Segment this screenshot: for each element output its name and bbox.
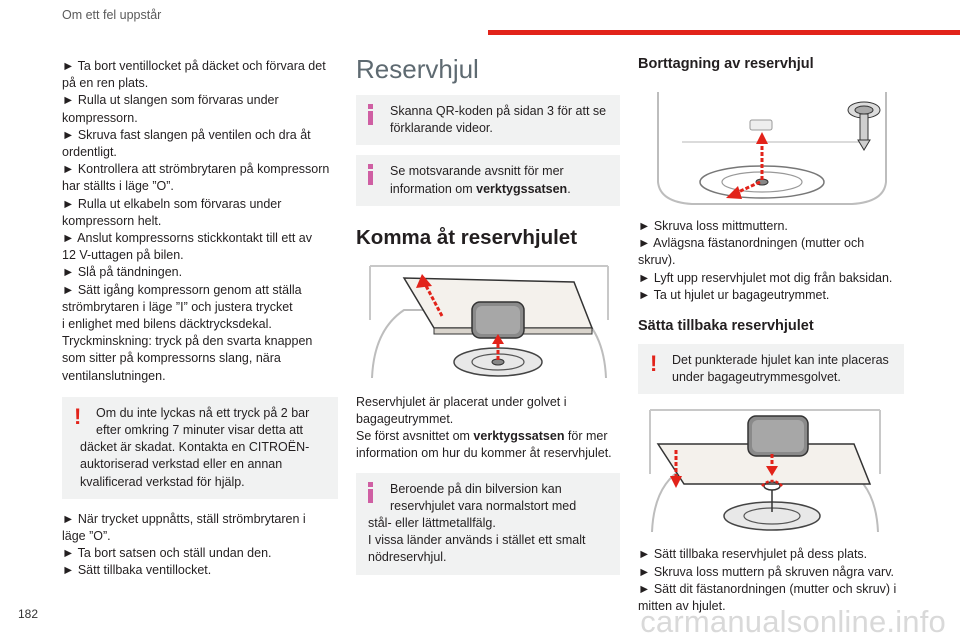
trunk-opening-drawing [369, 264, 609, 378]
note-line: kvalificerad verkstad för hjälp. [80, 474, 245, 489]
step-line: som sitter på kompressorns slang, nära [62, 351, 281, 366]
step-line: ► Kontrollera att strömbrytaren på kompr… [62, 162, 330, 177]
toolkit-ref: verktygssatsen [476, 181, 568, 196]
note-line: Skanna QR-koden på sidan 3 för att se [390, 104, 607, 118]
note-line: nödreservhjul. [368, 550, 447, 565]
note-line: I vissa länder används i stället ett sma… [368, 533, 586, 548]
note-line: däcket är skadat. Kontakta en CITROËN- [80, 440, 310, 455]
info-note-version: Beroende på din bilversion kan reservhju… [356, 472, 620, 575]
note-line: Det punkterade hjulet kan inte placeras [672, 353, 889, 368]
step-line: ► Ta bort ventillocket på däcket och för… [62, 59, 326, 73]
step-line: ► Rulla ut elkabeln som förvaras under [62, 196, 282, 211]
step-line: kompressorn helt. [62, 213, 162, 228]
column-left: ► Ta bort ventillocket på däcket och för… [62, 58, 338, 580]
access-paragraph: Reservhjulet är placerat under golvet i … [356, 394, 620, 463]
info-note-toolkit: Se motsvarande avsnitt för mer informati… [356, 155, 620, 206]
step-line: ► Lyft upp reservhjulet mot dig från bak… [638, 270, 893, 285]
spare-wheel-removal-drawing [657, 92, 887, 205]
page-number: 182 [18, 607, 39, 621]
warning-exclamation-icon: ! [650, 351, 658, 377]
step-line: ordentligt. [62, 145, 117, 160]
step-line: ventilanslutningen. [62, 368, 166, 383]
step-line: har ställts i läge ”O”. [62, 179, 174, 194]
para-line: information om hur du kommer åt reservhj… [356, 446, 612, 461]
spare-wheel-refit-drawing [649, 409, 881, 533]
watermark: carmanualsonline.info [640, 604, 946, 639]
step-line: ► Sätt tillbaka ventillocket. [62, 563, 212, 578]
step-line: ► Sätt igång kompressorn genom att ställ… [62, 282, 302, 297]
note-line: förklarande videor. [390, 121, 493, 136]
para-line: Reservhjulet är placerat under golvet i [356, 394, 567, 409]
column-right: Borttagning av reservhjul ► Skruva loss … [638, 56, 904, 615]
step-line: kompressorn. [62, 110, 138, 125]
para-line: Se först avsnittet om verktygssatsen för… [356, 429, 608, 444]
heading-refit: Sätta tillbaka reservhjulet [638, 318, 814, 335]
step-line: ► Anslut kompressorns stickkontakt till … [62, 231, 312, 246]
step-line: i enlighet med bilens däcktrycksdekal. [62, 317, 272, 332]
step-line: ► Ta bort satsen och ställ undan den. [62, 546, 272, 561]
info-note-qr: Skanna QR-koden på sidan 3 för att se fö… [356, 95, 620, 146]
compressor-final-steps: ► När trycket uppnåtts, ställ strömbryta… [62, 511, 338, 580]
step-line: ► När trycket uppnåtts, ställ strömbryta… [62, 511, 306, 526]
step-line: ► Ta ut hjulet ur bagageutrymmet. [638, 287, 830, 302]
note-line: auktoriserad verkstad eller en annan [80, 457, 283, 472]
note-line: efter omkring 7 minuter visar detta att [96, 423, 304, 438]
subsection-title-access: Komma åt reservhjulet [356, 225, 578, 249]
step-line: ► Skruva loss mittmuttern. [638, 219, 788, 233]
toolkit-ref: verktygssatsen [473, 429, 565, 444]
step-line: strömbrytaren i läge ”I” och justera try… [62, 299, 293, 314]
refit-steps: ► Sätt tillbaka reservhjulet på dess pla… [638, 546, 904, 615]
step-line: Tryckminskning: tryck på den svarta knap… [62, 334, 313, 349]
step-line: ► Slå på tändningen. [62, 265, 183, 280]
compressor-steps: ► Ta bort ventillocket på däcket och för… [62, 58, 338, 385]
step-line: ► Avlägsna fästanordningen (mutter och s… [638, 236, 865, 268]
info-icon [368, 164, 373, 186]
step-line: ► Skruva loss muttern på skruven några v… [638, 564, 894, 579]
heading-removal: Borttagning av reservhjul [638, 56, 814, 72]
step-line: 12 V-uttagen på bilen. [62, 248, 184, 263]
para-line: bagageutrymmet. [356, 412, 454, 427]
note-line: information om verktygssatsen. [390, 181, 571, 196]
warning-note: ! Det punkterade hjulet kan inte placera… [638, 344, 904, 395]
header-accent-bar [488, 30, 960, 35]
note-line: stål- eller lättmetallfälg. [368, 516, 496, 531]
warning-exclamation-icon: ! [74, 403, 82, 429]
section-title-reservhjul: Reservhjul [356, 54, 479, 84]
step-line: mitten av hjulet. [638, 599, 726, 614]
refit-illustration [644, 404, 888, 537]
step-line: ► Skruva fast slangen på ventilen och dr… [62, 127, 311, 142]
bolt-assembly-icon [847, 101, 881, 151]
step-line: ► Sätt dit fästanordningen (mutter och s… [638, 581, 897, 596]
removal-illustration [652, 82, 896, 208]
trunk-floor-illustration [364, 259, 614, 384]
removal-steps: ► Skruva loss mittmuttern. ► Avlägsna fä… [638, 218, 904, 304]
info-icon [368, 104, 373, 125]
column-middle: Reservhjul Skanna QR-koden på sidan 3 fö… [356, 54, 620, 575]
note-line: Om du inte lyckas nå ett tryck på 2 bar [96, 405, 310, 420]
running-header: Om ett fel uppstår [62, 8, 162, 22]
info-icon [368, 481, 373, 503]
step-line: ► Rulla ut slangen som förvaras under [62, 93, 279, 108]
note-line: under bagageutrymmesgolvet. [672, 370, 841, 385]
note-line: Beroende på din bilversion kan [390, 481, 562, 496]
note-line: reservhjulet vara normalstort med [390, 498, 577, 513]
step-line: ► Sätt tillbaka reservhjulet på dess pla… [638, 547, 868, 562]
step-line: läge ”O”. [62, 529, 111, 544]
warning-note: ! Om du inte lyckas nå ett tryck på 2 ba… [62, 396, 338, 499]
note-line: Se motsvarande avsnitt för mer [390, 164, 564, 179]
step-line: på en ren plats. [62, 76, 149, 91]
